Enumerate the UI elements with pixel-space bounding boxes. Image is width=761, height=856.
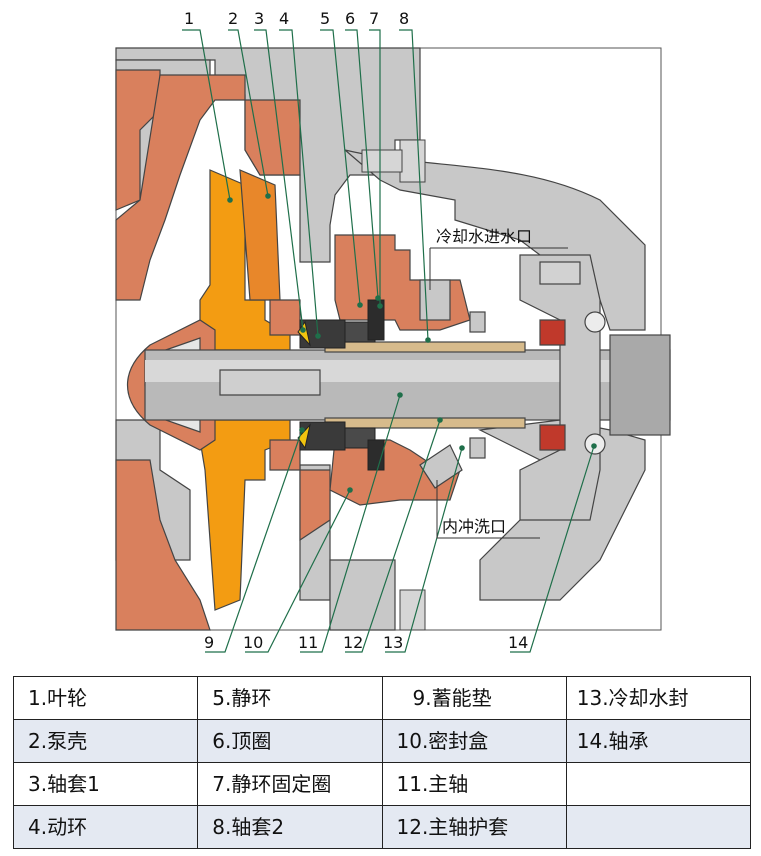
callout-label-6: 6	[345, 9, 355, 28]
bolts	[361, 139, 426, 631]
callout-label-12: 12	[343, 633, 363, 652]
legend-cell: 10.密封盒	[381, 719, 567, 763]
callout-label-7: 7	[369, 9, 379, 28]
leader-dots	[227, 193, 597, 493]
callout-label-3: 3	[254, 9, 264, 28]
leader-lines	[182, 29, 595, 653]
legend-cell: 7.静环固定圈	[197, 762, 383, 806]
caption-lines	[429, 247, 568, 539]
bearing-housing	[519, 254, 606, 521]
legend-cell: 8.轴套2	[197, 805, 383, 849]
legend-cell	[565, 805, 752, 849]
legend-row: 1.叶轮 5.静环 9.蓄能垫 13.冷却水封	[12, 676, 752, 720]
pump-seal-cross-section: 1 2 3 4 5 6 7 8 9 10 11 12 13 14 冷却水进水口 …	[115, 9, 671, 653]
callout-label-5: 5	[320, 9, 330, 28]
legend-cell: 6.顶圈	[197, 719, 383, 763]
callout-label-9: 9	[204, 633, 214, 652]
callout-label-2: 2	[228, 9, 238, 28]
callout-label-4: 4	[279, 9, 289, 28]
callout-label-1: 1	[184, 9, 194, 28]
legend-cell: 5.静环	[197, 676, 383, 720]
legend-cell: 13.冷却水封	[565, 676, 752, 720]
callout-label-14: 14	[508, 633, 528, 652]
callout-label-13: 13	[383, 633, 403, 652]
legend-cell	[565, 762, 752, 806]
legend-cell: 4.动环	[12, 805, 199, 849]
legend-cell: 3.轴套1	[12, 762, 199, 806]
callout-label-8: 8	[399, 9, 409, 28]
inner-flush-port-caption: 内冲洗口	[442, 517, 506, 536]
volute-copper	[115, 69, 331, 631]
callout-label-11: 11	[298, 633, 318, 652]
legend-cell: 14.轴承	[565, 719, 752, 763]
legend-cell: 9.蓄能垫	[381, 676, 567, 720]
legend-cell: 12.主轴护套	[381, 805, 567, 849]
callout-label-10: 10	[243, 633, 263, 652]
impeller	[199, 169, 291, 611]
legend-cell: 2.泵壳	[12, 719, 199, 763]
legend-cell: 11.主轴	[381, 762, 567, 806]
cooling-water-inlet-caption: 冷却水进水口	[436, 227, 532, 246]
parts-legend-table: 1.叶轮 5.静环 9.蓄能垫 13.冷却水封 2.泵壳 6.顶圈 10.密封盒…	[12, 676, 752, 849]
flush-nozzle	[419, 279, 486, 489]
legend-row: 2.泵壳 6.顶圈 10.密封盒 14.轴承	[12, 719, 752, 763]
legend-cell: 1.叶轮	[12, 676, 199, 720]
legend-row: 4.动环 8.轴套2 12.主轴护套	[12, 805, 752, 849]
legend-row: 3.轴套1 7.静环固定圈 11.主轴	[12, 762, 752, 806]
